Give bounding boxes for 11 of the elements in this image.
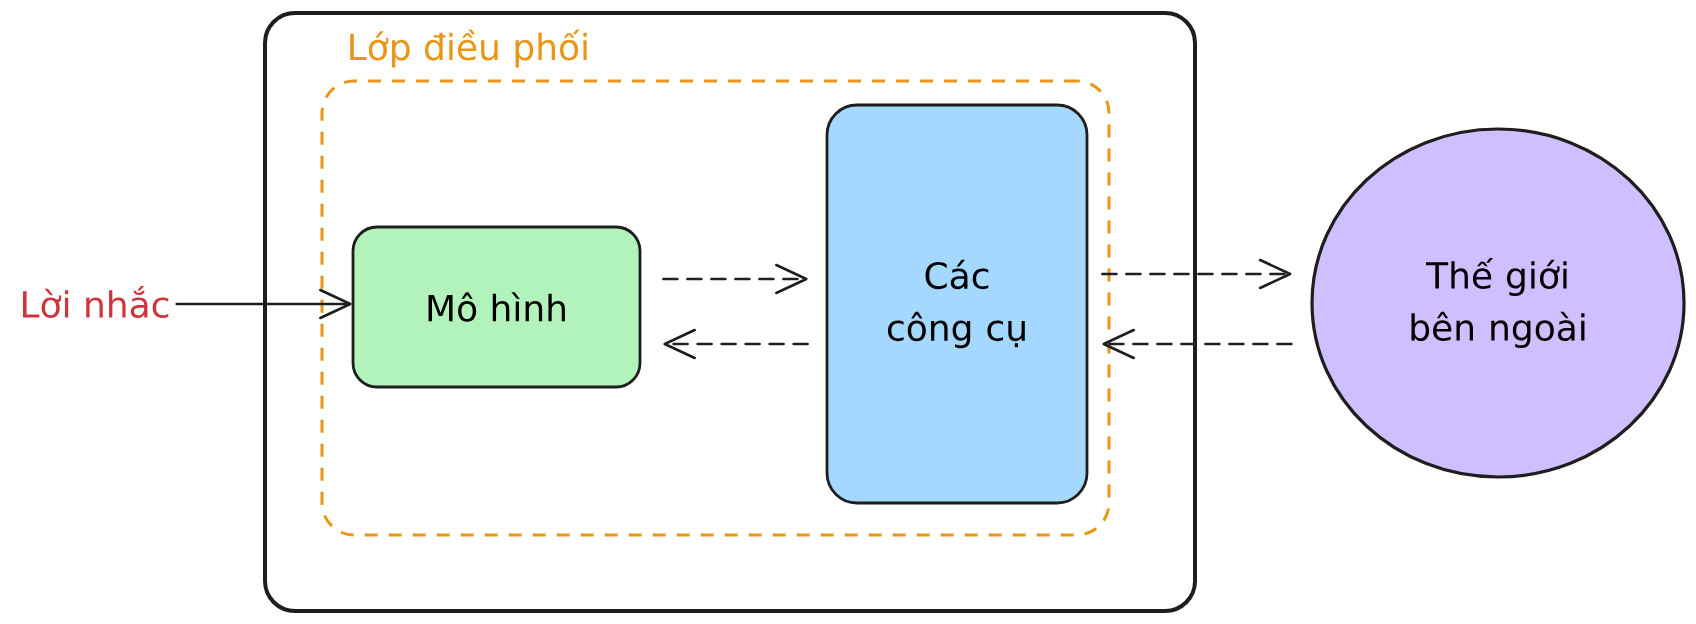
dashed-arrow — [1102, 328, 1293, 360]
input-label: Lời nhắc — [23, 285, 169, 319]
group-heading: Lớp điều phối — [350, 29, 587, 68]
dashed-arrow — [663, 328, 809, 360]
circle-node: Thế giới bên ngoài — [1310, 127, 1686, 479]
dashed-arrow — [662, 263, 808, 295]
dashed-arrow — [1101, 258, 1292, 290]
container-box — [263, 11, 1197, 613]
arrow — [175, 288, 352, 320]
process-box: Mô hình — [351, 225, 642, 389]
process-box: Các công cụ — [825, 103, 1089, 505]
